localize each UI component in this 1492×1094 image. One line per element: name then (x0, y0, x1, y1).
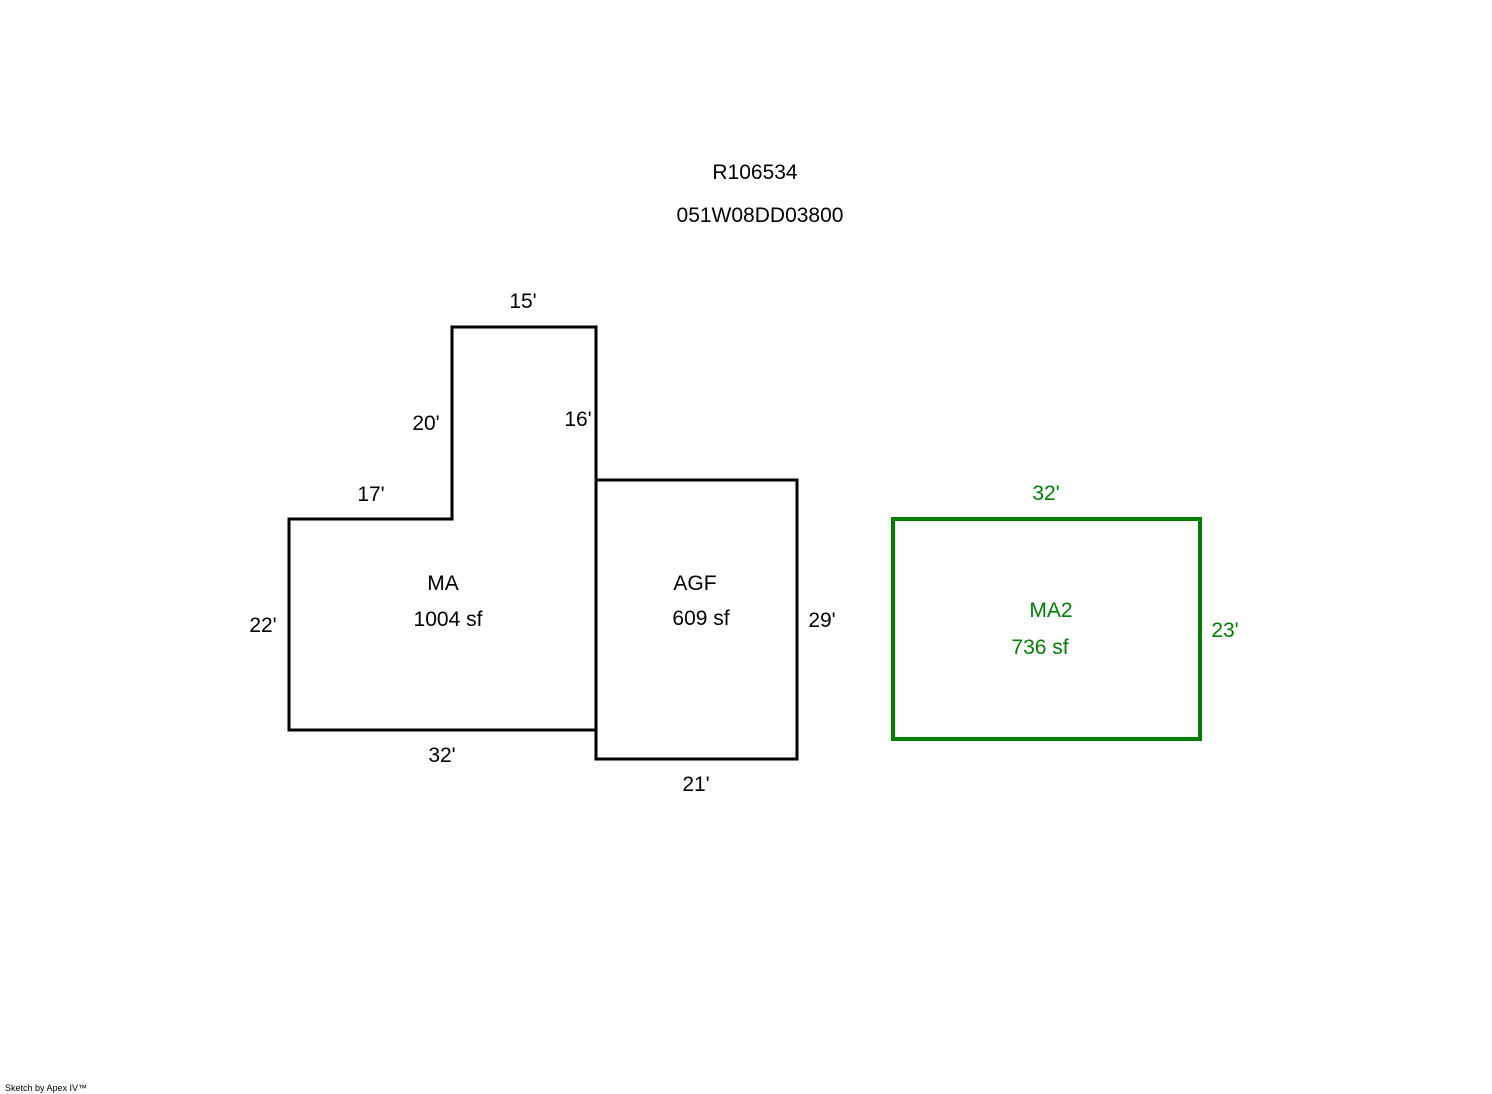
footer-credit: Sketch by Apex IV™ (5, 1083, 87, 1093)
ma-dim-bottom: 32' (428, 744, 455, 767)
ma2-outline (891, 517, 1202, 741)
ma2-label: MA2 (1029, 599, 1072, 622)
account-number: R106534 (712, 161, 798, 184)
agf-area: 609 sf (672, 607, 729, 630)
agf-outline (594, 478, 799, 761)
ma-outline (287, 325, 598, 732)
ma-dim-left: 22' (249, 614, 276, 637)
ma2-dim-right: 23' (1211, 619, 1238, 642)
ma-area: 1004 sf (414, 608, 483, 631)
map-number: 051W08DD03800 (677, 204, 844, 227)
ma-dim-top-upper: 15' (509, 290, 536, 313)
ma-dim-top-lower: 17' (357, 483, 384, 506)
ma-dim-left-upper: 20' (412, 412, 439, 435)
agf-label: AGF (673, 572, 716, 595)
ma-label: MA (427, 572, 459, 595)
agf-dim-bottom: 21' (682, 773, 709, 796)
ma2-area: 736 sf (1011, 636, 1068, 659)
ma-dim-right-upper: 16' (564, 408, 591, 431)
agf-dim-right: 29' (808, 609, 835, 632)
ma2-dim-top: 32' (1032, 482, 1059, 505)
